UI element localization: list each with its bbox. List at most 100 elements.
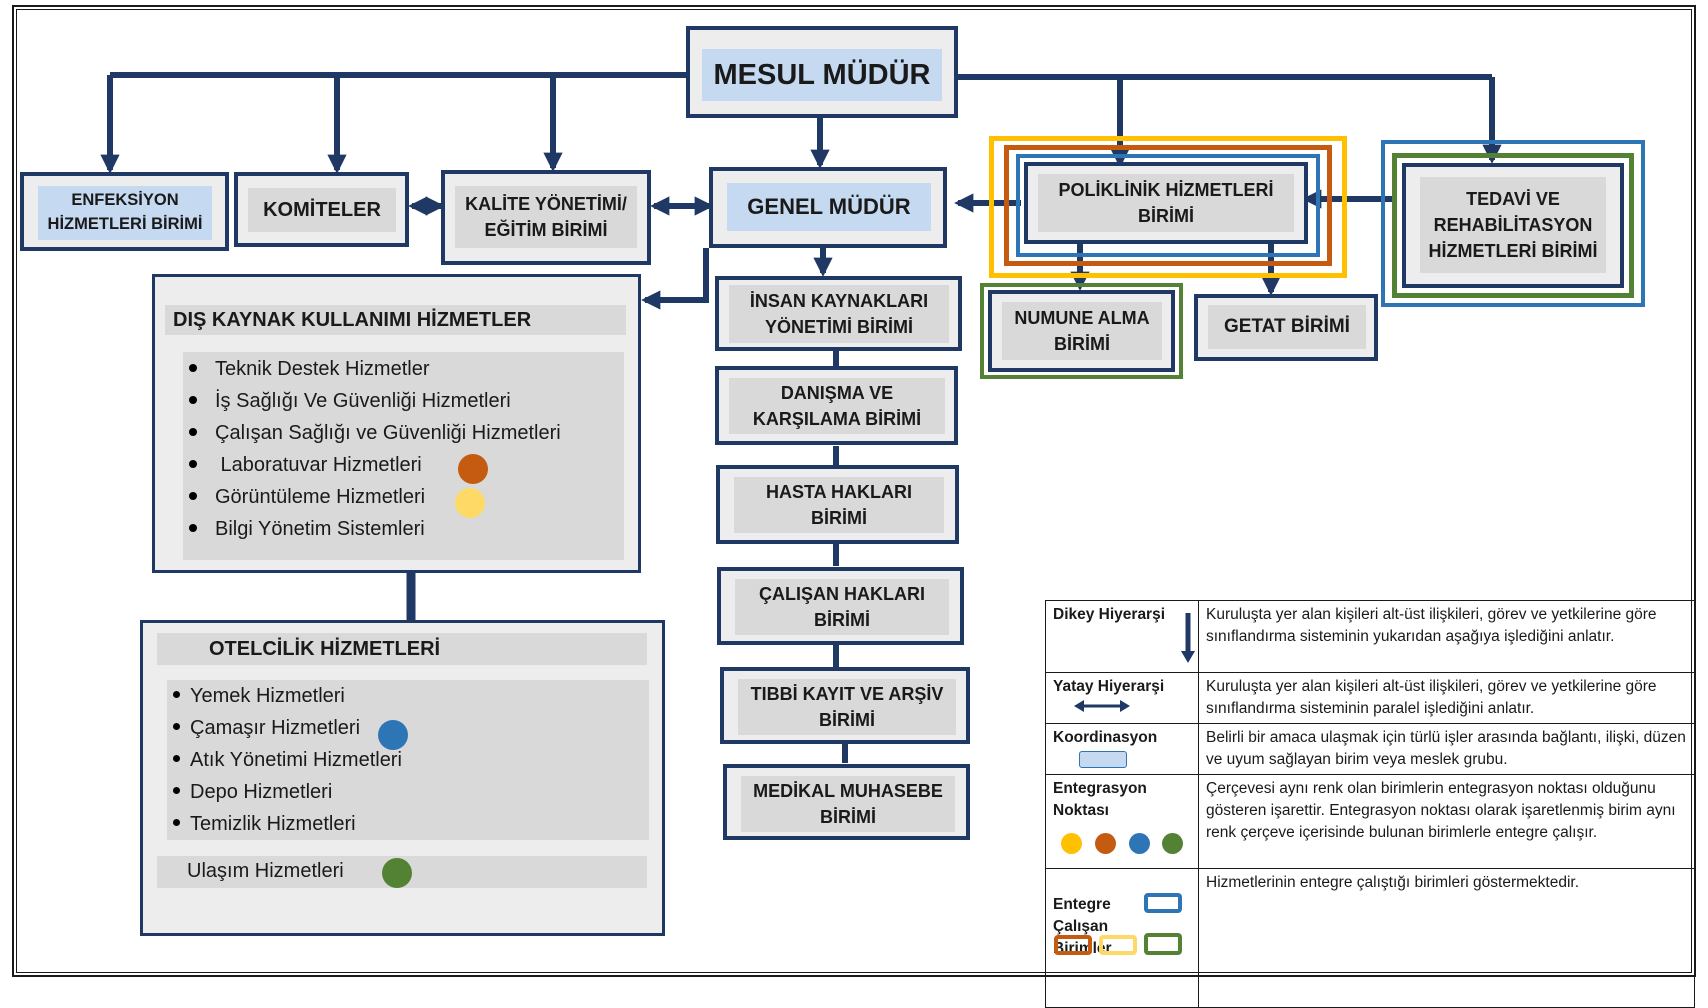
list-item: Laboratuvar Hizmetleri: [189, 454, 422, 477]
blue-dot-icon: [1129, 833, 1150, 854]
bullet-icon: [173, 787, 180, 795]
horizontal-arrow-icon: [1074, 700, 1130, 712]
legend-table: Dikey Hiyerarşi Kuruluşta yer alan kişil…: [1045, 600, 1695, 1008]
orange-frame-icon: [1054, 935, 1092, 955]
list-item: Yemek Hizmetleri: [173, 685, 345, 708]
legend-key: Dikey Hiyerarşi: [1045, 600, 1199, 673]
poliklinik-box: POLİKLİNİK HİZMETLERİ BİRİMİ: [1024, 162, 1308, 244]
insan-kaynaklari-label: İNSAN KAYNAKLARI YÖNETİMİ BİRİMİ: [729, 285, 949, 343]
bullet-icon: [173, 819, 180, 827]
list-item: Ulaşım Hizmetleri: [187, 860, 344, 882]
numune-label: NUMUNE ALMA BİRİMİ: [1002, 302, 1162, 360]
orange-dot-icon: [1095, 833, 1116, 854]
list-item: Teknik Destek Hizmetler: [189, 358, 430, 381]
legend-row: Yatay Hiyerarşi Kuruluşta yer alan kişil…: [1045, 672, 1695, 724]
tedavi-blue-frame: [1381, 140, 1645, 307]
list-item: Depo Hizmetleri: [173, 781, 332, 804]
coordination-box-icon: [1079, 751, 1127, 768]
medikal-muhasebe-label: MEDİKAL MUHASEBE BİRİMİ: [741, 776, 955, 832]
getat-box: GETAT BİRİMİ: [1194, 294, 1378, 361]
integration-dots-icon: [1061, 833, 1183, 855]
dis-kaynak-title: DIŞ KAYNAK KULLANIMI HİZMETLER: [165, 305, 626, 335]
legend-row: Koordinasyon Belirli bir amaca ulaşmak i…: [1045, 723, 1695, 775]
komiteler-box: KOMİTELER: [234, 172, 409, 247]
calisan-haklari-box: ÇALIŞAN HAKLARI BİRİMİ: [717, 567, 964, 645]
legend-key: Koordinasyon: [1045, 723, 1199, 775]
bullet-icon: [189, 363, 197, 372]
bullet-icon: [189, 491, 197, 500]
medikal-muhasebe-box: MEDİKAL MUHASEBE BİRİMİ: [723, 764, 970, 840]
list-item: Atık Yönetimi Hizmetleri: [173, 749, 402, 772]
integrated-frames-icon: [1054, 893, 1184, 957]
enfeksiyon-label: ENFEKSİYON HİZMETLERİ BİRİMİ: [38, 186, 212, 240]
otelcilik-list: Yemek Hizmetleri Çamaşır Hizmetleri Atık…: [167, 680, 649, 840]
legend-desc: Hizmetlerinin entegre çalıştığı birimler…: [1198, 868, 1695, 1008]
bullet-icon: [189, 523, 197, 532]
insan-kaynaklari-box: İNSAN KAYNAKLARI YÖNETİMİ BİRİMİ: [715, 276, 962, 351]
legend-desc: Belirli bir amaca ulaşmak için türlü işl…: [1198, 723, 1695, 775]
outer-frame: [12, 5, 1696, 977]
tibbi-kayit-box: TIBBİ KAYIT VE ARŞİV BİRİMİ: [720, 667, 970, 744]
enfeksiyon-box: ENFEKSİYON HİZMETLERİ BİRİMİ: [20, 172, 229, 251]
bullet-icon: [173, 755, 180, 763]
mesul-mudur-box: MESUL MÜDÜR: [686, 26, 958, 118]
legend-desc: Çerçevesi aynı renk olan birimlerin ente…: [1198, 774, 1695, 869]
green-frame-icon: [1144, 933, 1182, 955]
blue-frame-icon: [1144, 893, 1182, 913]
blue-integration-frame: [1016, 154, 1320, 257]
dis-kaynak-panel: DIŞ KAYNAK KULLANIMI HİZMETLER Teknik De…: [152, 274, 641, 573]
bullet-icon: [173, 723, 180, 731]
genel-mudur-box: GENEL MÜDÜR: [709, 167, 947, 248]
kalite-label: KALİTE YÖNETİMİ/ EĞİTİM BİRİMİ: [455, 186, 637, 248]
orange-integration-frame: [1004, 145, 1332, 266]
genel-mudur-label: GENEL MÜDÜR: [727, 183, 931, 231]
calisan-haklari-label: ÇALIŞAN HAKLARI BİRİMİ: [735, 579, 949, 635]
list-item: İş Sağlığı Ve Güvenliği Hizmetleri: [189, 390, 511, 413]
yellow-dot-icon: [1061, 833, 1082, 854]
hasta-haklari-label: HASTA HAKLARI BİRİMİ: [734, 477, 944, 533]
poliklinik-label: POLİKLİNİK HİZMETLERİ BİRİMİ: [1038, 174, 1294, 232]
arrow-to-dis-kaynak: [641, 248, 709, 310]
dis-kaynak-list: Teknik Destek Hizmetler İş Sağlığı Ve Gü…: [183, 352, 624, 560]
vertical-arrow-icon: [1181, 613, 1195, 663]
legend-key: Entegre Çalışan Birimler: [1045, 868, 1199, 1008]
legend-desc: Kuruluşta yer alan kişileri alt-üst iliş…: [1198, 672, 1695, 724]
legend-row: Entegre Çalışan Birimler Hizmetlerinin e…: [1045, 868, 1695, 1008]
blue-integration-dot: [378, 720, 408, 750]
list-item: Görüntüleme Hizmetleri: [189, 486, 425, 509]
otelcilik-title: OTELCİLİK HİZMETLERİ: [157, 633, 647, 665]
green-dot-icon: [1162, 833, 1183, 854]
legend-key: Entegrasyon Noktası: [1045, 774, 1199, 869]
bullet-icon: [189, 395, 197, 404]
list-item: Çamaşır Hizmetleri: [173, 717, 360, 740]
danisma-box: DANIŞMA VE KARŞILAMA BİRİMİ: [715, 366, 958, 445]
legend-key: Yatay Hiyerarşi: [1045, 672, 1199, 724]
legend-row: Dikey Hiyerarşi Kuruluşta yer alan kişil…: [1045, 600, 1695, 673]
numune-box: NUMUNE ALMA BİRİMİ: [988, 290, 1175, 372]
green-integration-dot: [382, 858, 412, 888]
komiteler-label: KOMİTELER: [248, 188, 396, 232]
tibbi-kayit-label: TIBBİ KAYIT VE ARŞİV BİRİMİ: [738, 679, 956, 735]
bullet-icon: [173, 691, 180, 699]
tedavi-green-frame: [1392, 153, 1634, 298]
getat-label: GETAT BİRİMİ: [1208, 305, 1366, 349]
orange-integration-dot: [458, 454, 488, 484]
yellow-integration-dot: [455, 488, 485, 518]
list-item: Temizlik Hizmetleri: [173, 813, 356, 836]
tedavi-label: TEDAVİ VE REHABİLİTASYON HİZMETLERİ BİRİ…: [1420, 177, 1606, 273]
otelcilik-panel: OTELCİLİK HİZMETLERİ Yemek Hizmetleri Ça…: [140, 620, 665, 936]
mesul-mudur-label: MESUL MÜDÜR: [702, 49, 942, 101]
legend-desc: Kuruluşta yer alan kişileri alt-üst iliş…: [1198, 600, 1695, 673]
bullet-icon: [189, 427, 197, 436]
list-item: Bilgi Yönetim Sistemleri: [189, 518, 425, 541]
ulasim-row: Ulaşım Hizmetleri: [157, 856, 647, 888]
hasta-haklari-box: HASTA HAKLARI BİRİMİ: [716, 465, 959, 544]
inner-frame: [16, 9, 1692, 973]
numune-green-frame: [980, 283, 1183, 379]
bullet-icon: [189, 459, 197, 468]
danisma-label: DANIŞMA VE KARŞILAMA BİRİMİ: [729, 378, 945, 434]
tedavi-box: TEDAVİ VE REHABİLİTASYON HİZMETLERİ BİRİ…: [1402, 163, 1624, 288]
legend-row: Entegrasyon Noktası Çerçevesi aynı renk …: [1045, 774, 1695, 869]
list-item: Çalışan Sağlığı ve Güvenliği Hizmetleri: [189, 422, 561, 445]
yellow-frame-icon: [1099, 935, 1137, 955]
